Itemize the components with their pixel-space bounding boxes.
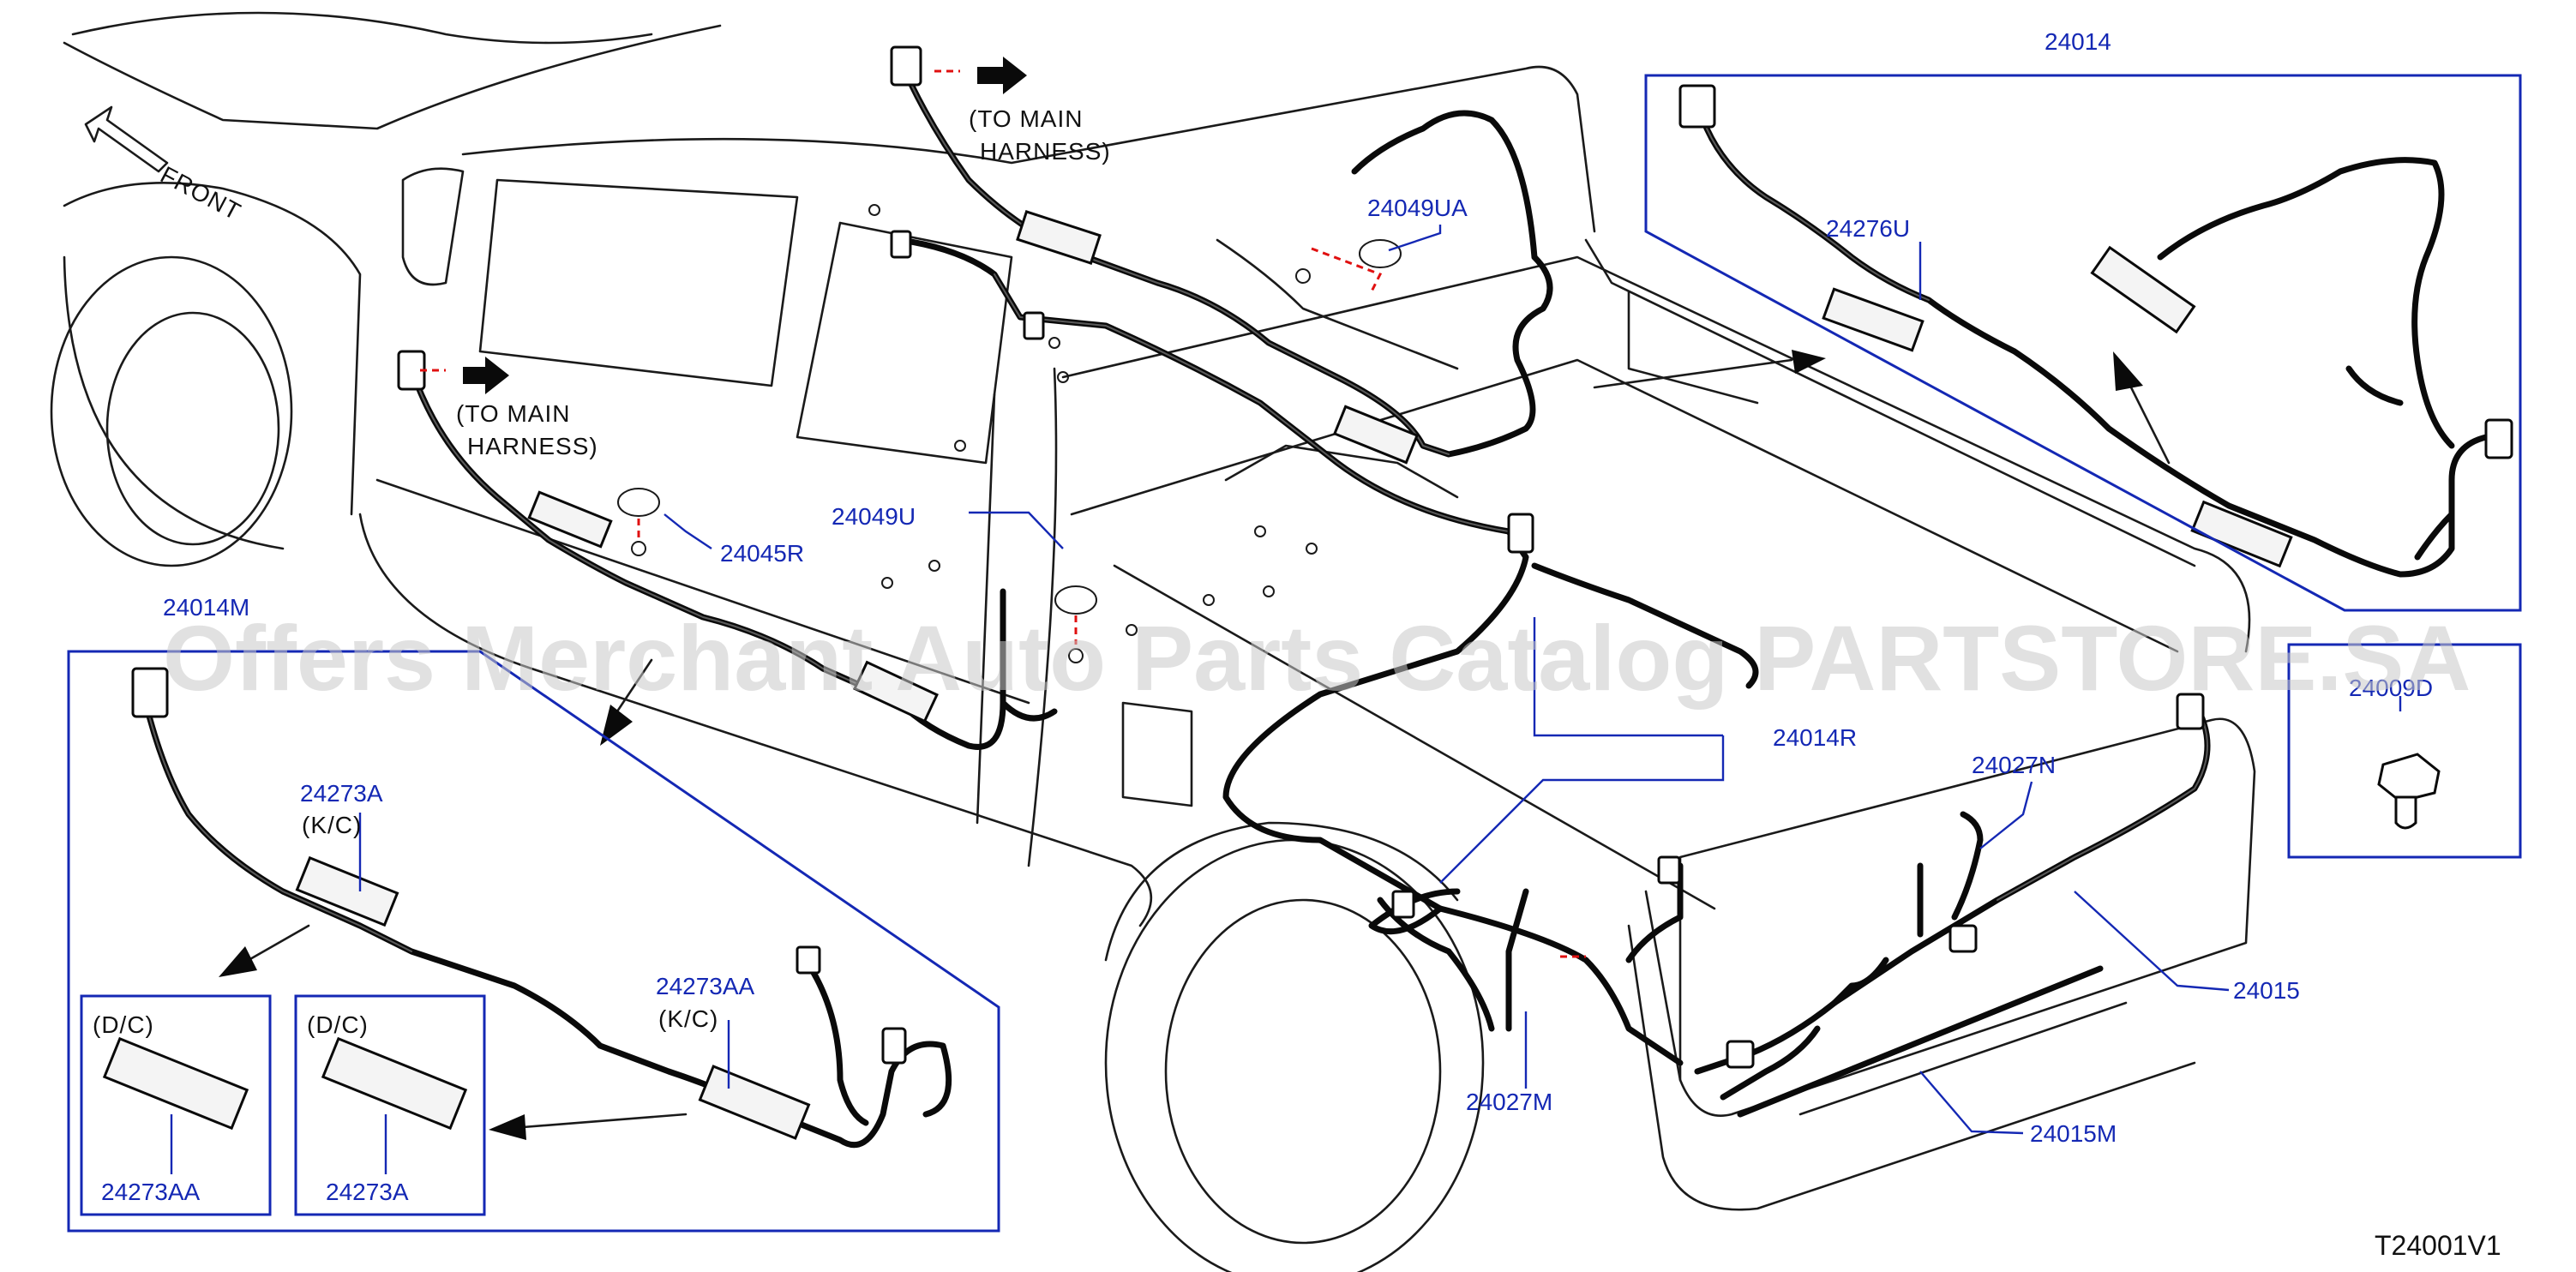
watermark: Offers Merchant Auto Parts Catalog PARTS… (163, 606, 2471, 710)
label-24015: 24015 (2233, 977, 2300, 1004)
ground-studs (420, 69, 1586, 958)
note-dc-24273A: (D/C) (307, 1011, 369, 1038)
note-to-main-2-line2: HARNESS) (467, 433, 598, 459)
harness-modules (527, 210, 2293, 723)
label-24015M: 24015M (2030, 1120, 2117, 1147)
label-24276U: 24276U (1826, 215, 1910, 242)
label-24014M: 24014M (163, 594, 249, 621)
label-24273AA-dc: 24273AA (101, 1179, 201, 1205)
detail-24014M-harness (102, 667, 952, 1149)
note-labels: (TO MAIN HARNESS) (TO MAIN HARNESS) (K/C… (93, 105, 1111, 1038)
front-direction-arrow: FRONT (84, 105, 245, 225)
part-labels: 24014 24276U 24049UA 24045R 24049U 24014… (101, 28, 2433, 1205)
harness-24014-main (897, 57, 1759, 1066)
note-kc-24273A: (K/C) (302, 812, 362, 838)
frame-dc-24273A (294, 994, 486, 1216)
harness-24014-detail (1694, 99, 2507, 578)
harness-24014M-cab (408, 365, 1058, 750)
label-24014R: 24014R (1773, 724, 1857, 751)
harness-connectors (397, 45, 2513, 1069)
label-24009D: 24009D (2349, 675, 2433, 701)
frame-24014M (67, 650, 1000, 1233)
harness-24015-tailgate (1377, 699, 2211, 1118)
label-24014: 24014 (2045, 28, 2111, 55)
diagram-code: T24001V1 (2375, 1230, 2501, 1261)
callout-frames (67, 74, 2522, 1233)
frame-24009D (2287, 643, 2522, 859)
label-24273A-kc: 24273A (300, 780, 383, 807)
note-dc-24273AA: (D/C) (93, 1011, 154, 1038)
note-to-main-1-line1: (TO MAIN (969, 105, 1083, 132)
label-24273A-dc: 24273A (326, 1179, 409, 1205)
direction-arrows (219, 57, 2171, 1140)
note-kc-24273AA: (K/C) (658, 1005, 718, 1032)
frame-24014 (1644, 74, 2522, 612)
label-24045R: 24045R (720, 540, 804, 567)
note-to-main-2-line1: (TO MAIN (456, 400, 570, 427)
label-24049U: 24049U (832, 503, 916, 530)
leader-lines (170, 225, 2402, 1174)
label-24049UA: 24049UA (1367, 195, 1468, 221)
frame-dc-24273AA (80, 994, 272, 1216)
label-24273AA-kc: 24273AA (656, 973, 755, 999)
note-to-main-1-line2: HARNESS) (980, 138, 1111, 165)
label-24027N: 24027N (1972, 752, 2056, 778)
vehicle-body-outline (50, 11, 2256, 1272)
front-label: FRONT (156, 161, 245, 225)
label-24027M: 24027M (1466, 1089, 1552, 1115)
bolt-24009D-icon (2377, 753, 2441, 830)
